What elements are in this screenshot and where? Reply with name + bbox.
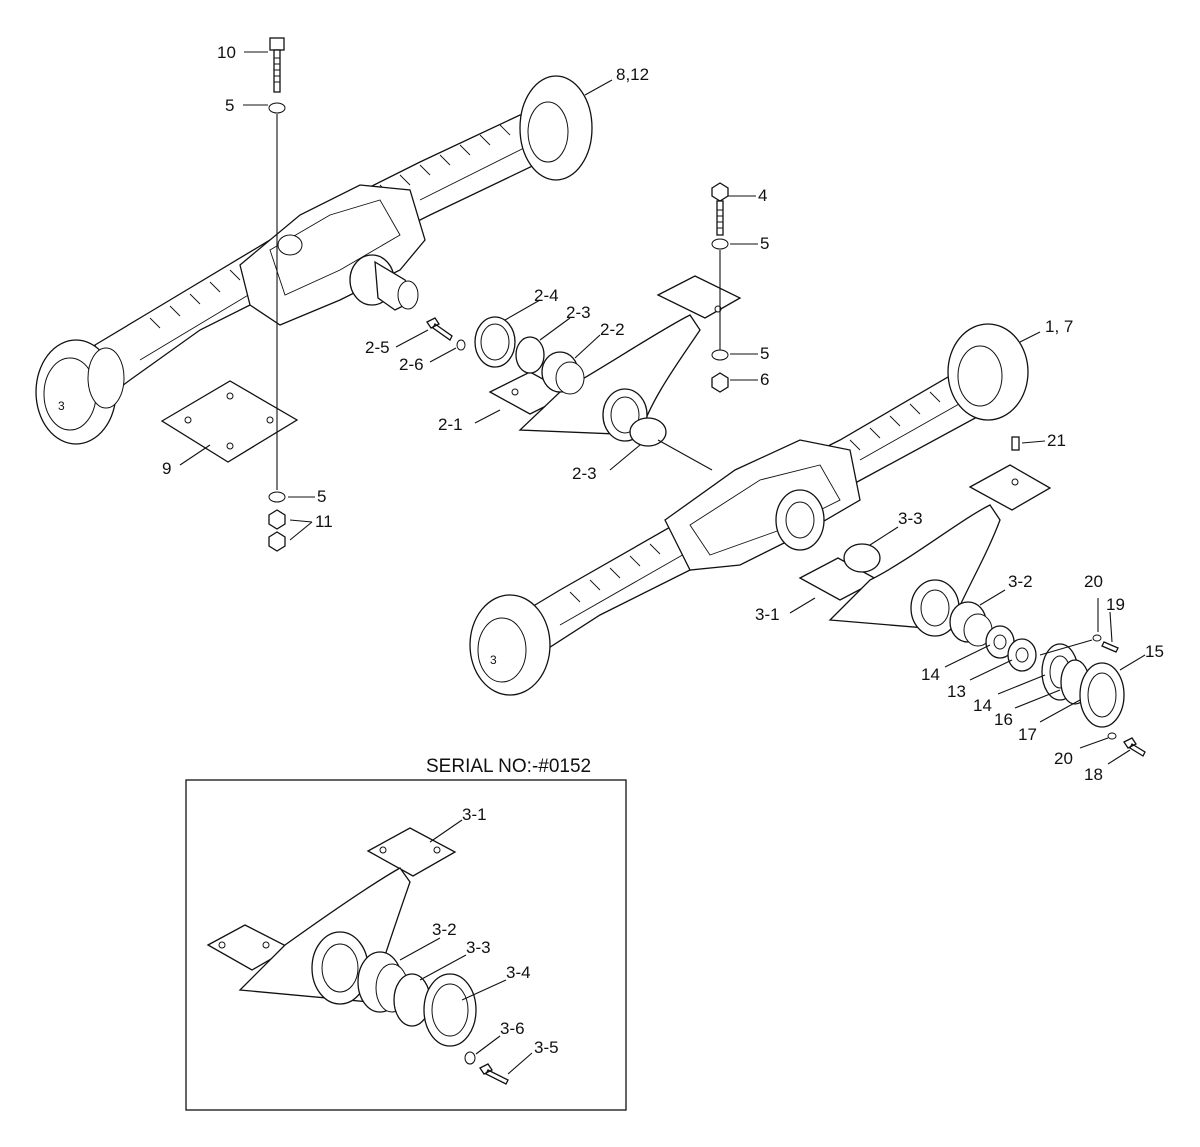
label-13: 13 (947, 682, 966, 701)
label-5c: 5 (760, 344, 769, 363)
label-3-2: 3-2 (1008, 572, 1033, 591)
label-4: 4 (758, 186, 767, 205)
inset-label-3-2: 3-2 (432, 920, 457, 939)
label-11: 11 (315, 512, 333, 531)
pin-21 (1011, 436, 1020, 451)
label-2-6: 2-6 (399, 355, 424, 374)
label-8-12: 8,12 (616, 65, 649, 84)
inset-label-3-6: 3-6 (500, 1019, 525, 1038)
label-2-2: 2-2 (600, 320, 625, 339)
label-3-1: 3-1 (755, 605, 780, 624)
serial-note: SERIAL NO:-#0152 (426, 756, 591, 777)
label-2-4: 2-4 (534, 286, 559, 305)
svg-text:3: 3 (490, 653, 497, 667)
inset-leaders (399, 819, 533, 1075)
label-3-3: 3-3 (898, 509, 923, 528)
label-20a: 20 (1084, 572, 1103, 591)
label-2-3a: 2-3 (566, 303, 591, 322)
label-5b: 5 (760, 234, 769, 253)
label-19: 19 (1106, 595, 1125, 614)
leader-lines (179, 51, 1146, 765)
rear-carrier-bracket (798, 464, 1052, 637)
label-18: 18 (1084, 765, 1103, 784)
label-14a: 14 (921, 665, 940, 684)
inset-label-3-4: 3-4 (506, 963, 531, 982)
label-5a: 5 (225, 96, 234, 115)
inset-frame (185, 779, 627, 1111)
svg-text:3: 3 (58, 399, 65, 413)
label-15: 15 (1145, 642, 1164, 661)
label-2-3b: 2-3 (572, 464, 597, 483)
inset-labels: 3-1 3-2 3-3 3-4 3-6 3-5 (432, 805, 559, 1057)
inset-label-3-3: 3-3 (466, 938, 491, 957)
part-labels: 10 5 8,12 4 5 2-4 2-3 2-2 2-5 2-6 5 6 1,… (162, 43, 1164, 784)
inset-label-3-1: 3-1 (462, 805, 487, 824)
label-16: 16 (994, 710, 1013, 729)
inset-washer (464, 1051, 476, 1065)
bolt-2-5 (426, 317, 453, 341)
lower-axle-assembly: 3 (469, 323, 1029, 696)
o-ring-lower (629, 417, 667, 447)
upper-axle-assembly: 3 (35, 75, 593, 445)
front-carrier-bracket (488, 275, 742, 442)
label-2-5: 2-5 (365, 338, 390, 357)
label-9: 9 (162, 459, 171, 478)
mounting-plate (160, 380, 299, 463)
label-14b: 14 (973, 696, 992, 715)
o-ring (515, 336, 545, 374)
label-20b: 20 (1054, 749, 1073, 768)
label-6: 6 (760, 370, 769, 389)
inset-label-3-5: 3-5 (534, 1038, 559, 1057)
bolt-4-stack (711, 182, 729, 393)
o-ring-3-3 (843, 543, 881, 573)
label-17: 17 (1018, 725, 1037, 744)
inset-bolt (479, 1063, 509, 1085)
bolt-10-stack (268, 37, 286, 552)
label-1-7: 1, 7 (1045, 317, 1073, 336)
label-21: 21 (1047, 431, 1066, 450)
label-10: 10 (217, 43, 236, 62)
label-5d: 5 (317, 487, 326, 506)
label-2-1: 2-1 (438, 415, 463, 434)
